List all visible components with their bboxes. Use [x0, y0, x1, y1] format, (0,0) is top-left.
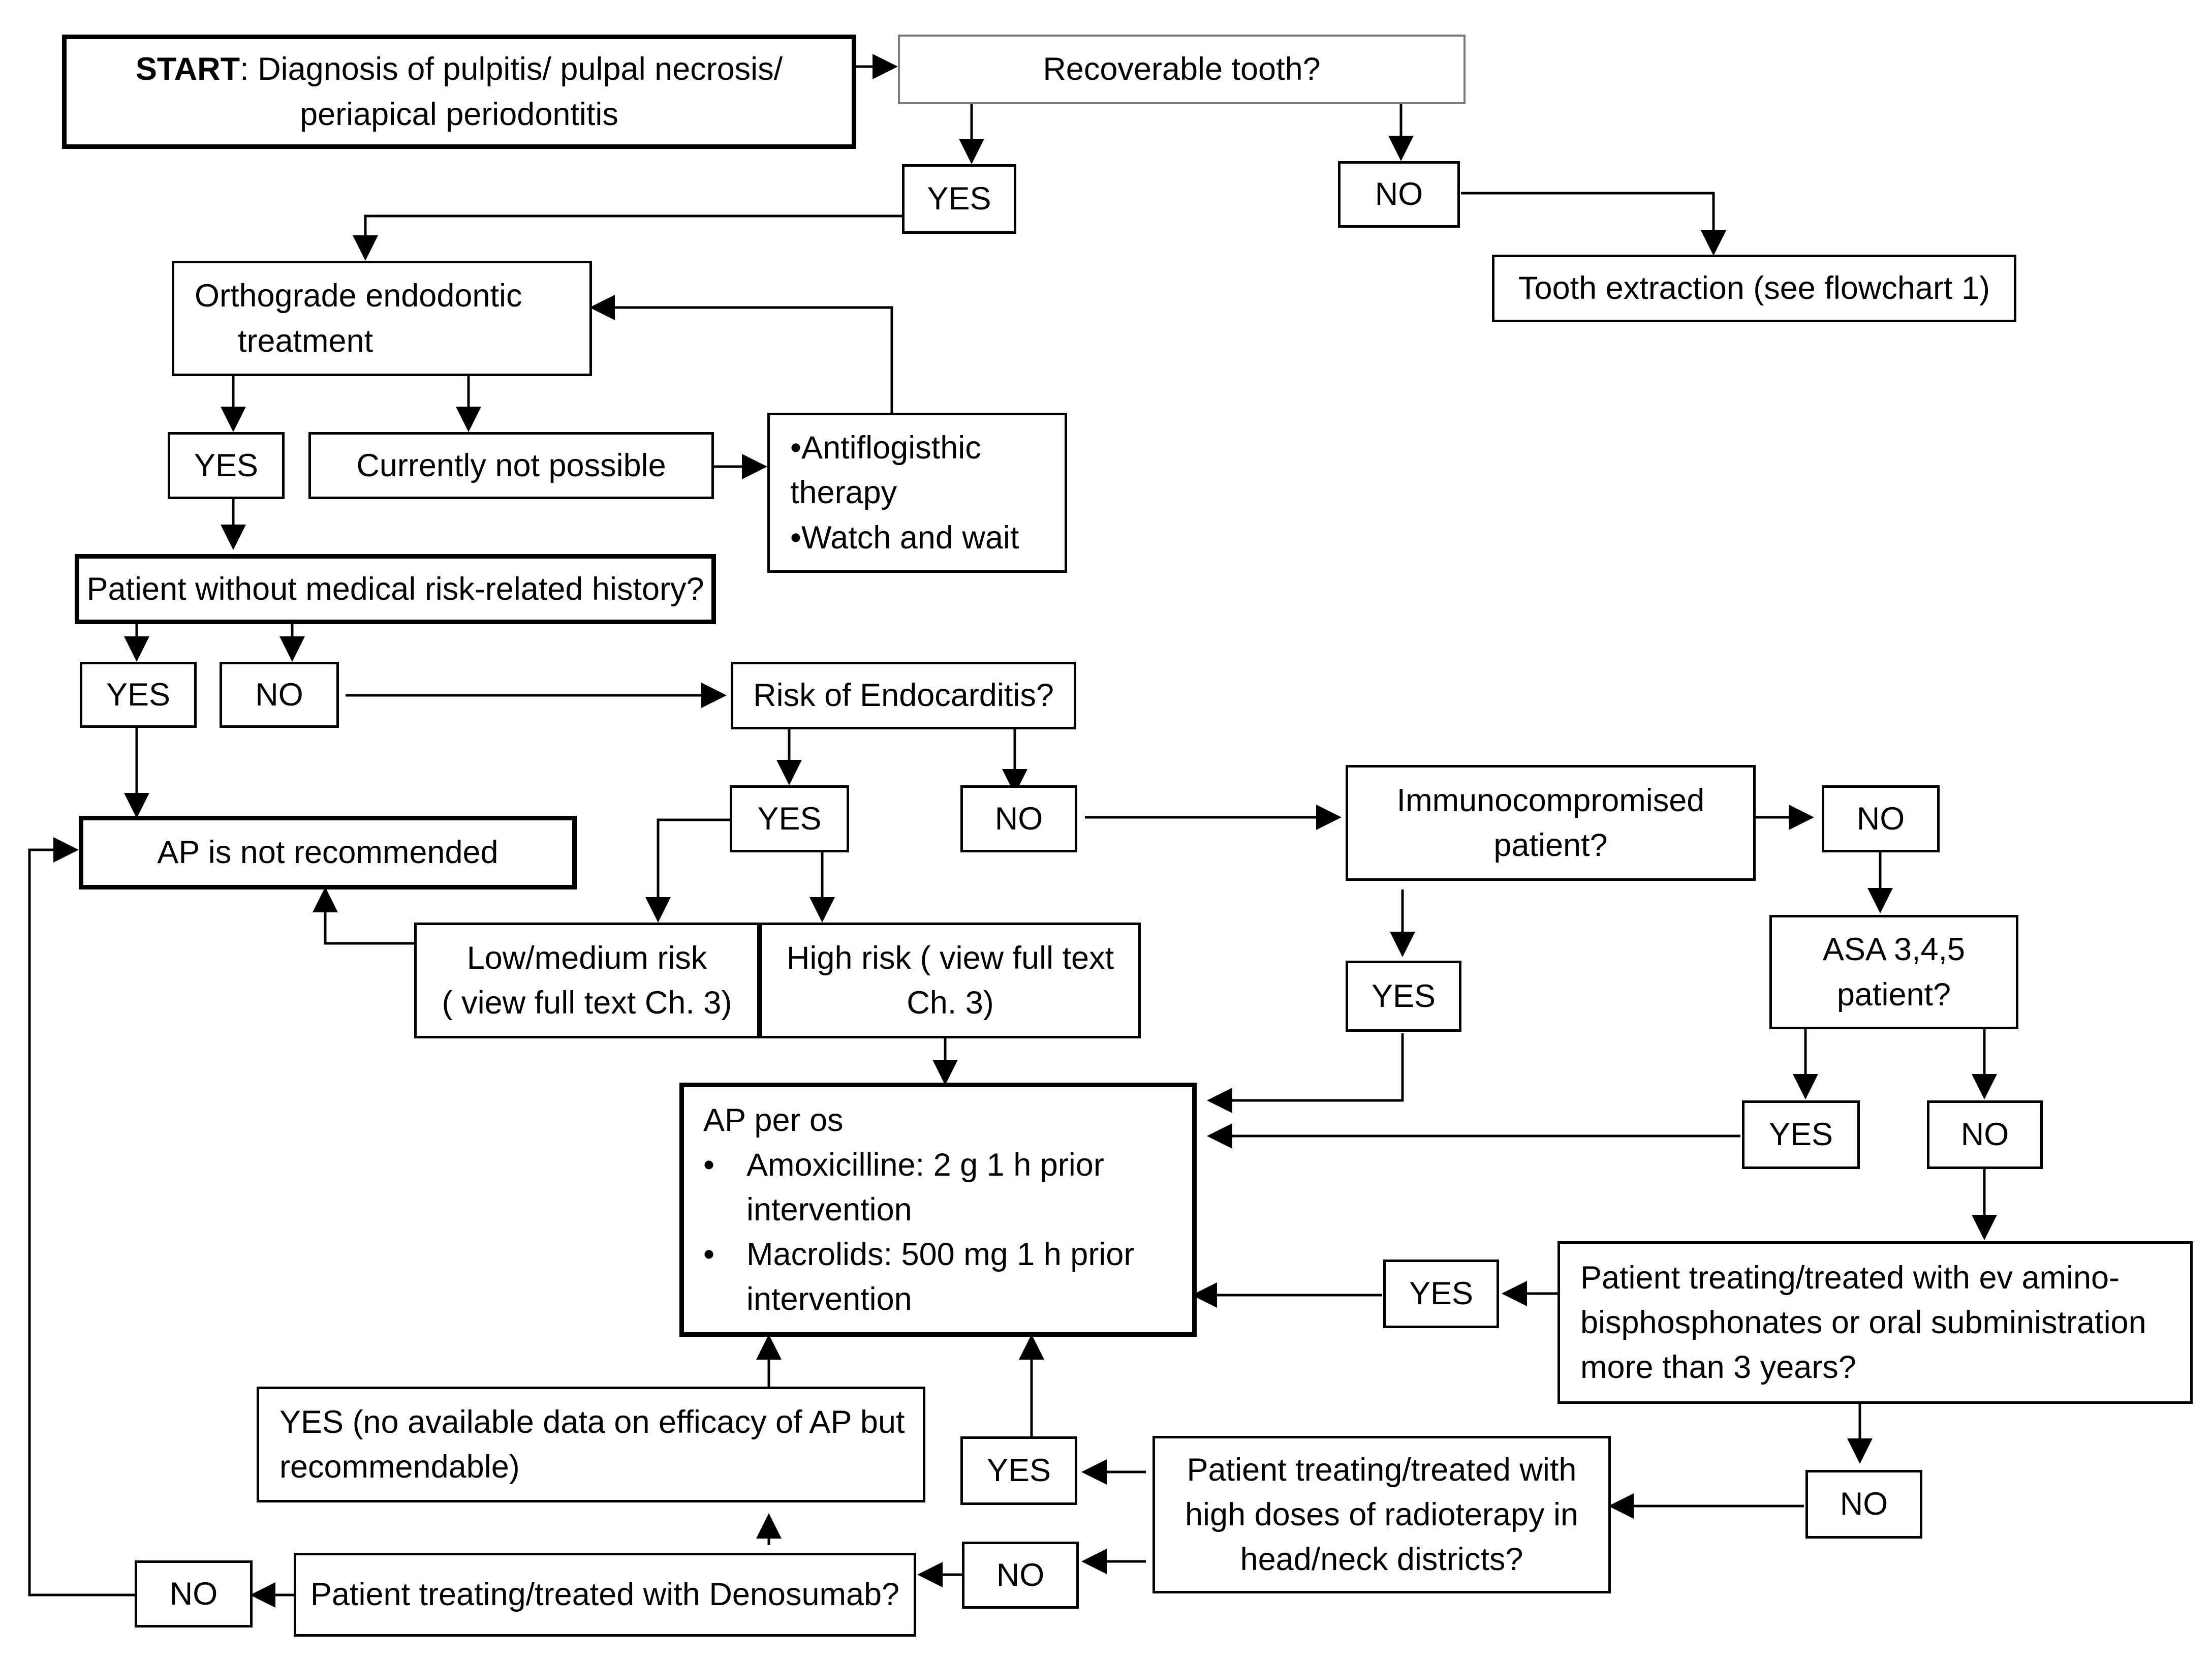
medical-history-text: Patient without medical risk-related his…: [86, 571, 704, 607]
yes-orthograde-text: YES: [194, 447, 259, 483]
no-recoverable-box: NO: [1338, 161, 1460, 228]
no-denosumab-text: NO: [169, 1576, 218, 1612]
yes-asa-text: YES: [1768, 1117, 1833, 1153]
amoxicilline-item: •Amoxicilline: 2 g 1 h prior: [703, 1143, 1104, 1187]
radiotherapy-line3: head/neck districts?: [1240, 1542, 1523, 1578]
macrolids-text-cont: intervention: [746, 1281, 912, 1317]
yes-radio-box: YES: [960, 1436, 1077, 1505]
yes-bisphos-box: YES: [1383, 1260, 1499, 1328]
yes-no-data-box: YES (no available data on efficacy of AP…: [257, 1387, 925, 1502]
no-endocarditis-box: NO: [960, 785, 1077, 852]
immunocompromised-line1: Immunocompromised: [1396, 782, 1705, 818]
antiflogisthic-line1: •Antiflogisthic: [790, 430, 981, 466]
ap-per-os-title: AP per os: [703, 1102, 844, 1138]
amoxicilline-text-cont: intervention: [746, 1191, 912, 1227]
tooth-extraction-box: Tooth extraction (see flowchart 1): [1492, 255, 2016, 322]
recoverable-tooth-text: Recoverable tooth?: [1043, 51, 1321, 87]
no-radio-text: NO: [996, 1557, 1045, 1593]
endocarditis-box: Risk of Endocarditis?: [731, 662, 1076, 729]
low-medium-risk-line2: ( view full text Ch. 3): [442, 985, 732, 1021]
orthograde-line1: Orthograde endodontic: [195, 278, 522, 314]
orthograde-line2: treatment: [238, 323, 373, 359]
currently-not-possible-text: Currently not possible: [356, 447, 666, 483]
high-risk-line2: Ch. 3): [907, 985, 994, 1021]
arrow-no-to-extraction: [1461, 192, 1726, 256]
antiflogisthic-box: •Antiflogisthic therapy •Watch and wait: [767, 413, 1067, 573]
start-text-line2: periapical periodontitis: [300, 96, 618, 132]
tooth-extraction-text: Tooth extraction (see flowchart 1): [1518, 270, 1990, 306]
bisphosphonates-box: Patient treating/treated with ev amino- …: [1557, 1241, 2193, 1404]
arrow-antiflog-to-ortho: [589, 295, 893, 413]
arrow-lowmed-to-notrec: [313, 887, 415, 945]
yes-immuno-text: YES: [1371, 978, 1436, 1014]
arrow-no-loop-to-notrec: [28, 837, 136, 1596]
currently-not-possible-box: Currently not possible: [308, 432, 714, 499]
yes-no-data-line1: YES (no available data on efficacy of AP…: [279, 1404, 905, 1440]
yes-immuno-box: YES: [1346, 961, 1461, 1032]
radiotherapy-line2: high doses of radioterapy in: [1185, 1496, 1578, 1532]
no-recoverable-text: NO: [1375, 176, 1423, 212]
denosumab-text: Patient treating/treated with Denosumab?: [310, 1577, 900, 1613]
yes-no-data-line2: recommendable): [279, 1449, 520, 1485]
no-bisphos-text: NO: [1840, 1486, 1888, 1522]
yes-endocarditis-text: YES: [757, 801, 822, 837]
immunocompromised-line2: patient?: [1493, 827, 1608, 863]
low-medium-risk-box: Low/medium risk ( view full text Ch. 3): [414, 923, 760, 1038]
no-history-text: NO: [255, 677, 303, 713]
no-immuno-box: NO: [1822, 785, 1940, 852]
arrow-yes-to-lowmed: [645, 818, 730, 923]
no-asa-text: NO: [1960, 1117, 2009, 1153]
asa-patient-line1: ASA 3,4,5: [1822, 932, 1966, 968]
amoxicilline-text: Amoxicilline: 2 g 1 h prior: [746, 1147, 1104, 1183]
bisphosphonates-line3: more than 3 years?: [1580, 1349, 1856, 1386]
yes-history-box: YES: [80, 662, 197, 728]
high-risk-line1: High risk ( view full text: [786, 940, 1114, 976]
ap-not-recommended-box: AP is not recommended: [79, 816, 577, 889]
asa-patient-line2: patient?: [1836, 976, 1951, 1012]
start-box: START: Diagnosis of pulpitis/ pulpal nec…: [62, 35, 856, 149]
yes-orthograde-box: YES: [168, 432, 285, 499]
yes-asa-box: YES: [1742, 1100, 1860, 1169]
start-text: : Diagnosis of pulpitis/ pulpal necrosis…: [240, 51, 783, 87]
arrow-yes-to-appos: [1207, 1033, 1404, 1113]
arrow-yes-to-ortho: [353, 214, 902, 261]
macrolids-text: Macrolids: 500 mg 1 h prior: [746, 1237, 1135, 1273]
yes-recoverable-text: YES: [927, 181, 991, 217]
yes-endocarditis-box: YES: [730, 785, 849, 852]
yes-recoverable-box: YES: [902, 164, 1016, 234]
no-endocarditis-text: NO: [994, 801, 1043, 837]
antiflogisthic-line3: •Watch and wait: [790, 519, 1019, 556]
ap-not-recommended-text: AP is not recommended: [157, 835, 499, 871]
radiotherapy-box: Patient treating/treated with high doses…: [1152, 1436, 1611, 1593]
no-bisphos-box: NO: [1805, 1470, 1922, 1539]
antiflogisthic-line2: therapy: [790, 475, 897, 511]
bisphosphonates-line2: bisphosphonates or oral subministration: [1580, 1304, 2146, 1340]
orthograde-treatment-box: Orthograde endodontic treatment: [172, 261, 592, 376]
high-risk-box: High risk ( view full text Ch. 3): [760, 923, 1141, 1038]
denosumab-box: Patient treating/treated with Denosumab?: [294, 1553, 916, 1637]
yes-radio-text: YES: [986, 1453, 1051, 1489]
medical-history-box: Patient without medical risk-related his…: [75, 554, 716, 624]
endocarditis-text: Risk of Endocarditis?: [753, 678, 1054, 714]
ap-per-os-box: AP per os •Amoxicilline: 2 g 1 h prior i…: [679, 1083, 1197, 1337]
macrolids-item: •Macrolids: 500 mg 1 h prior: [703, 1232, 1134, 1277]
radiotherapy-line1: Patient treating/treated with: [1187, 1452, 1577, 1488]
immunocompromised-box: Immunocompromised patient?: [1346, 765, 1756, 881]
recoverable-tooth-box: Recoverable tooth?: [898, 35, 1466, 104]
yes-bisphos-text: YES: [1409, 1276, 1474, 1312]
no-asa-box: NO: [1927, 1100, 2043, 1169]
no-denosumab-box: NO: [135, 1560, 253, 1628]
low-medium-risk-line1: Low/medium risk: [466, 940, 707, 976]
bisphosphonates-line1: Patient treating/treated with ev amino-: [1580, 1260, 2120, 1296]
no-radio-box: NO: [962, 1542, 1079, 1609]
start-label: START: [135, 51, 240, 87]
no-history-box: NO: [220, 662, 339, 728]
no-immuno-text: NO: [1856, 801, 1905, 837]
asa-patient-box: ASA 3,4,5 patient?: [1769, 915, 2018, 1029]
yes-history-text: YES: [106, 677, 171, 713]
